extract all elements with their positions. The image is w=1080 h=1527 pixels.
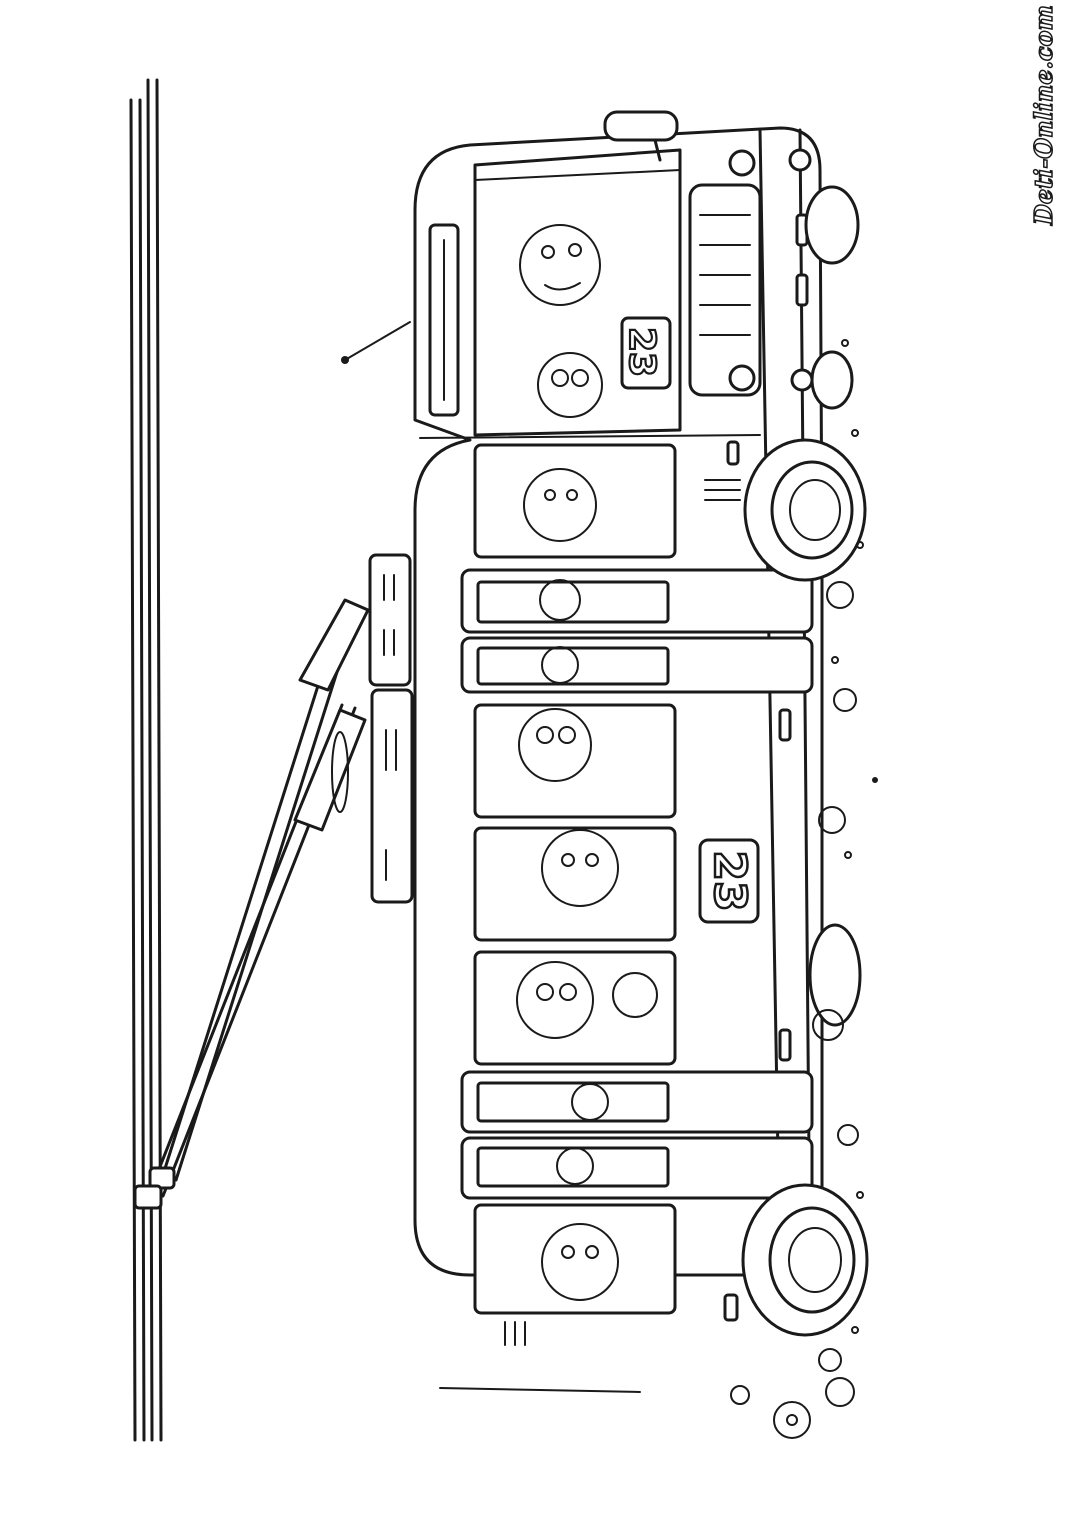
side-details: [439, 440, 792, 1393]
front-route-number: 23: [621, 327, 662, 377]
wheels: [741, 185, 869, 1337]
watermark: Deti-Online.com: [1029, 5, 1058, 226]
side-route-number: 23: [704, 850, 755, 911]
overhead-wires: [129, 78, 163, 1442]
passengers: [516, 224, 658, 1301]
side-windows: [460, 443, 814, 1315]
flowers: [730, 339, 878, 1439]
trolley-poles: [133, 598, 370, 1210]
side-route-plate: 23: [698, 838, 760, 924]
